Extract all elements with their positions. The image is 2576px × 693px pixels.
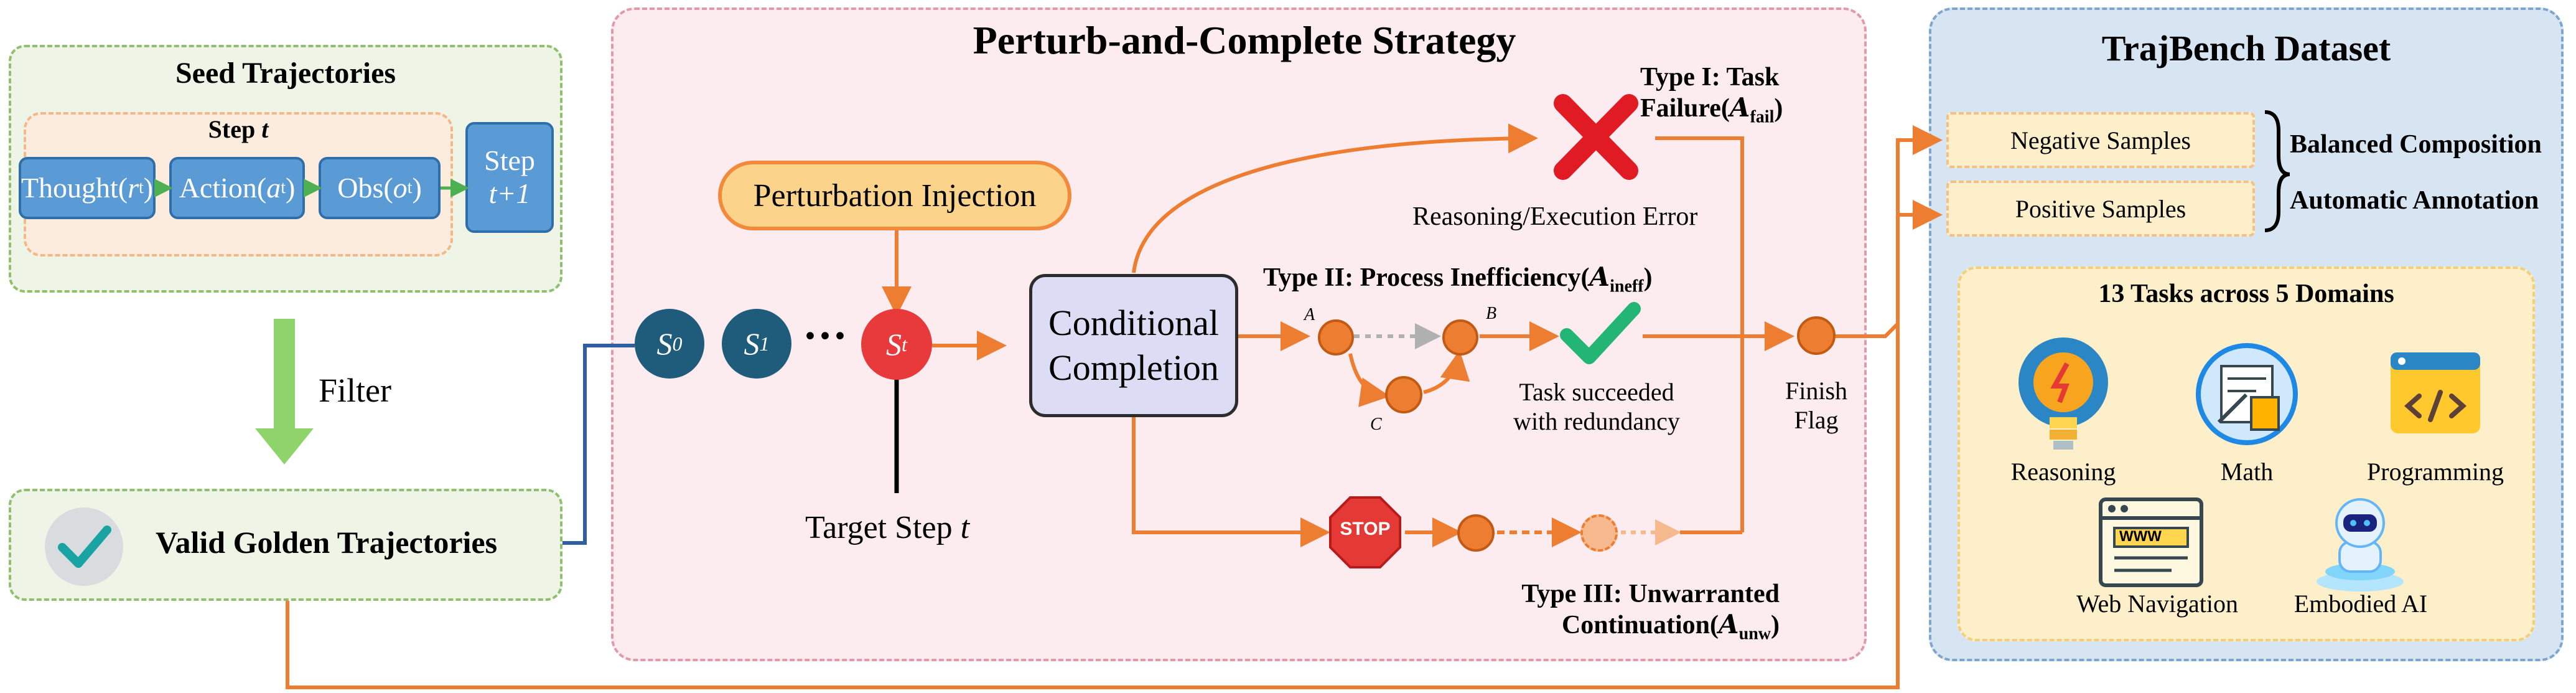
conditional-to-stop-arrow: [1132, 417, 1330, 547]
math-icon: [2194, 341, 2300, 447]
stop-sign-text: STOP: [1340, 519, 1391, 539]
node-a-label: A: [1304, 305, 1315, 324]
checkmark-icon: [1558, 296, 1643, 370]
a-to-c-arrow: [1348, 353, 1390, 407]
path-node-a: [1318, 319, 1354, 356]
node-c-label: C: [1370, 415, 1382, 434]
path-node-b: [1442, 319, 1478, 356]
web-screen-text: WWW: [2119, 528, 2162, 545]
filter-arrow: [255, 319, 314, 464]
samples-brace: [2264, 110, 2290, 232]
seed-trajectories-title: Seed Trajectories: [175, 57, 396, 90]
domain-programming-label: Programming: [2367, 458, 2504, 486]
continuation-node: [1457, 514, 1495, 552]
path-node-c: [1385, 376, 1422, 413]
faded-continuation-node: [1580, 514, 1618, 552]
finish-flag-node: [1797, 316, 1836, 355]
reasoning-error-label: Reasoning/Execution Error: [1412, 202, 1698, 231]
web-navigation-icon: WWW: [2097, 496, 2205, 589]
valid-golden-title: Valid Golden Trajectories: [156, 525, 498, 560]
automatic-annotation-label: Automatic Annotation: [2290, 186, 2539, 215]
states-ellipsis: ···: [803, 311, 848, 361]
programming-icon: [2386, 346, 2485, 440]
perturbation-injection-box: Perturbation Injection: [718, 161, 1071, 230]
tasks-title: 13 Tasks across 5 Domains: [2098, 280, 2394, 308]
balanced-composition-label: Balanced Composition: [2290, 130, 2542, 159]
check-circle-icon: [45, 507, 123, 586]
lightbulb-icon: [2014, 335, 2113, 453]
failure-to-finish-line: [1655, 136, 1744, 532]
node-b-label: B: [1486, 304, 1497, 323]
perturb-complete-title: Perturb-and-Complete Strategy: [973, 18, 1516, 62]
stop-sign-icon: STOP: [1328, 495, 1402, 570]
domain-embodied-ai-label: Embodied AI: [2294, 590, 2428, 618]
robot-icon: [2307, 494, 2413, 594]
filter-label: Filter: [319, 372, 391, 409]
domains-box: [1958, 266, 2535, 641]
positive-samples-box: Positive Samples: [1946, 181, 2255, 237]
step-t-title: Step t: [208, 115, 269, 143]
domain-math-label: Math: [2220, 458, 2274, 486]
negative-samples-box: Negative Samples: [1946, 112, 2255, 168]
target-step-label: Target Step t: [805, 510, 970, 545]
cross-icon: [1549, 93, 1643, 181]
c-to-b-arrow: [1423, 350, 1470, 394]
domain-reasoning-label: Reasoning: [2010, 458, 2116, 486]
type2-label: Type II: Process Inefficiency(Aineff): [1263, 262, 1653, 296]
valid-to-positive-arrow: [286, 200, 1943, 689]
domain-web-navigation-label: Web Navigation: [2076, 590, 2239, 618]
finish-to-negative-arrow: [1836, 125, 1943, 338]
valid-to-states-connector: [562, 344, 635, 545]
trajbench-title: TrajBench Dataset: [2101, 28, 2391, 68]
to-failure-arrow: [1132, 123, 1538, 273]
